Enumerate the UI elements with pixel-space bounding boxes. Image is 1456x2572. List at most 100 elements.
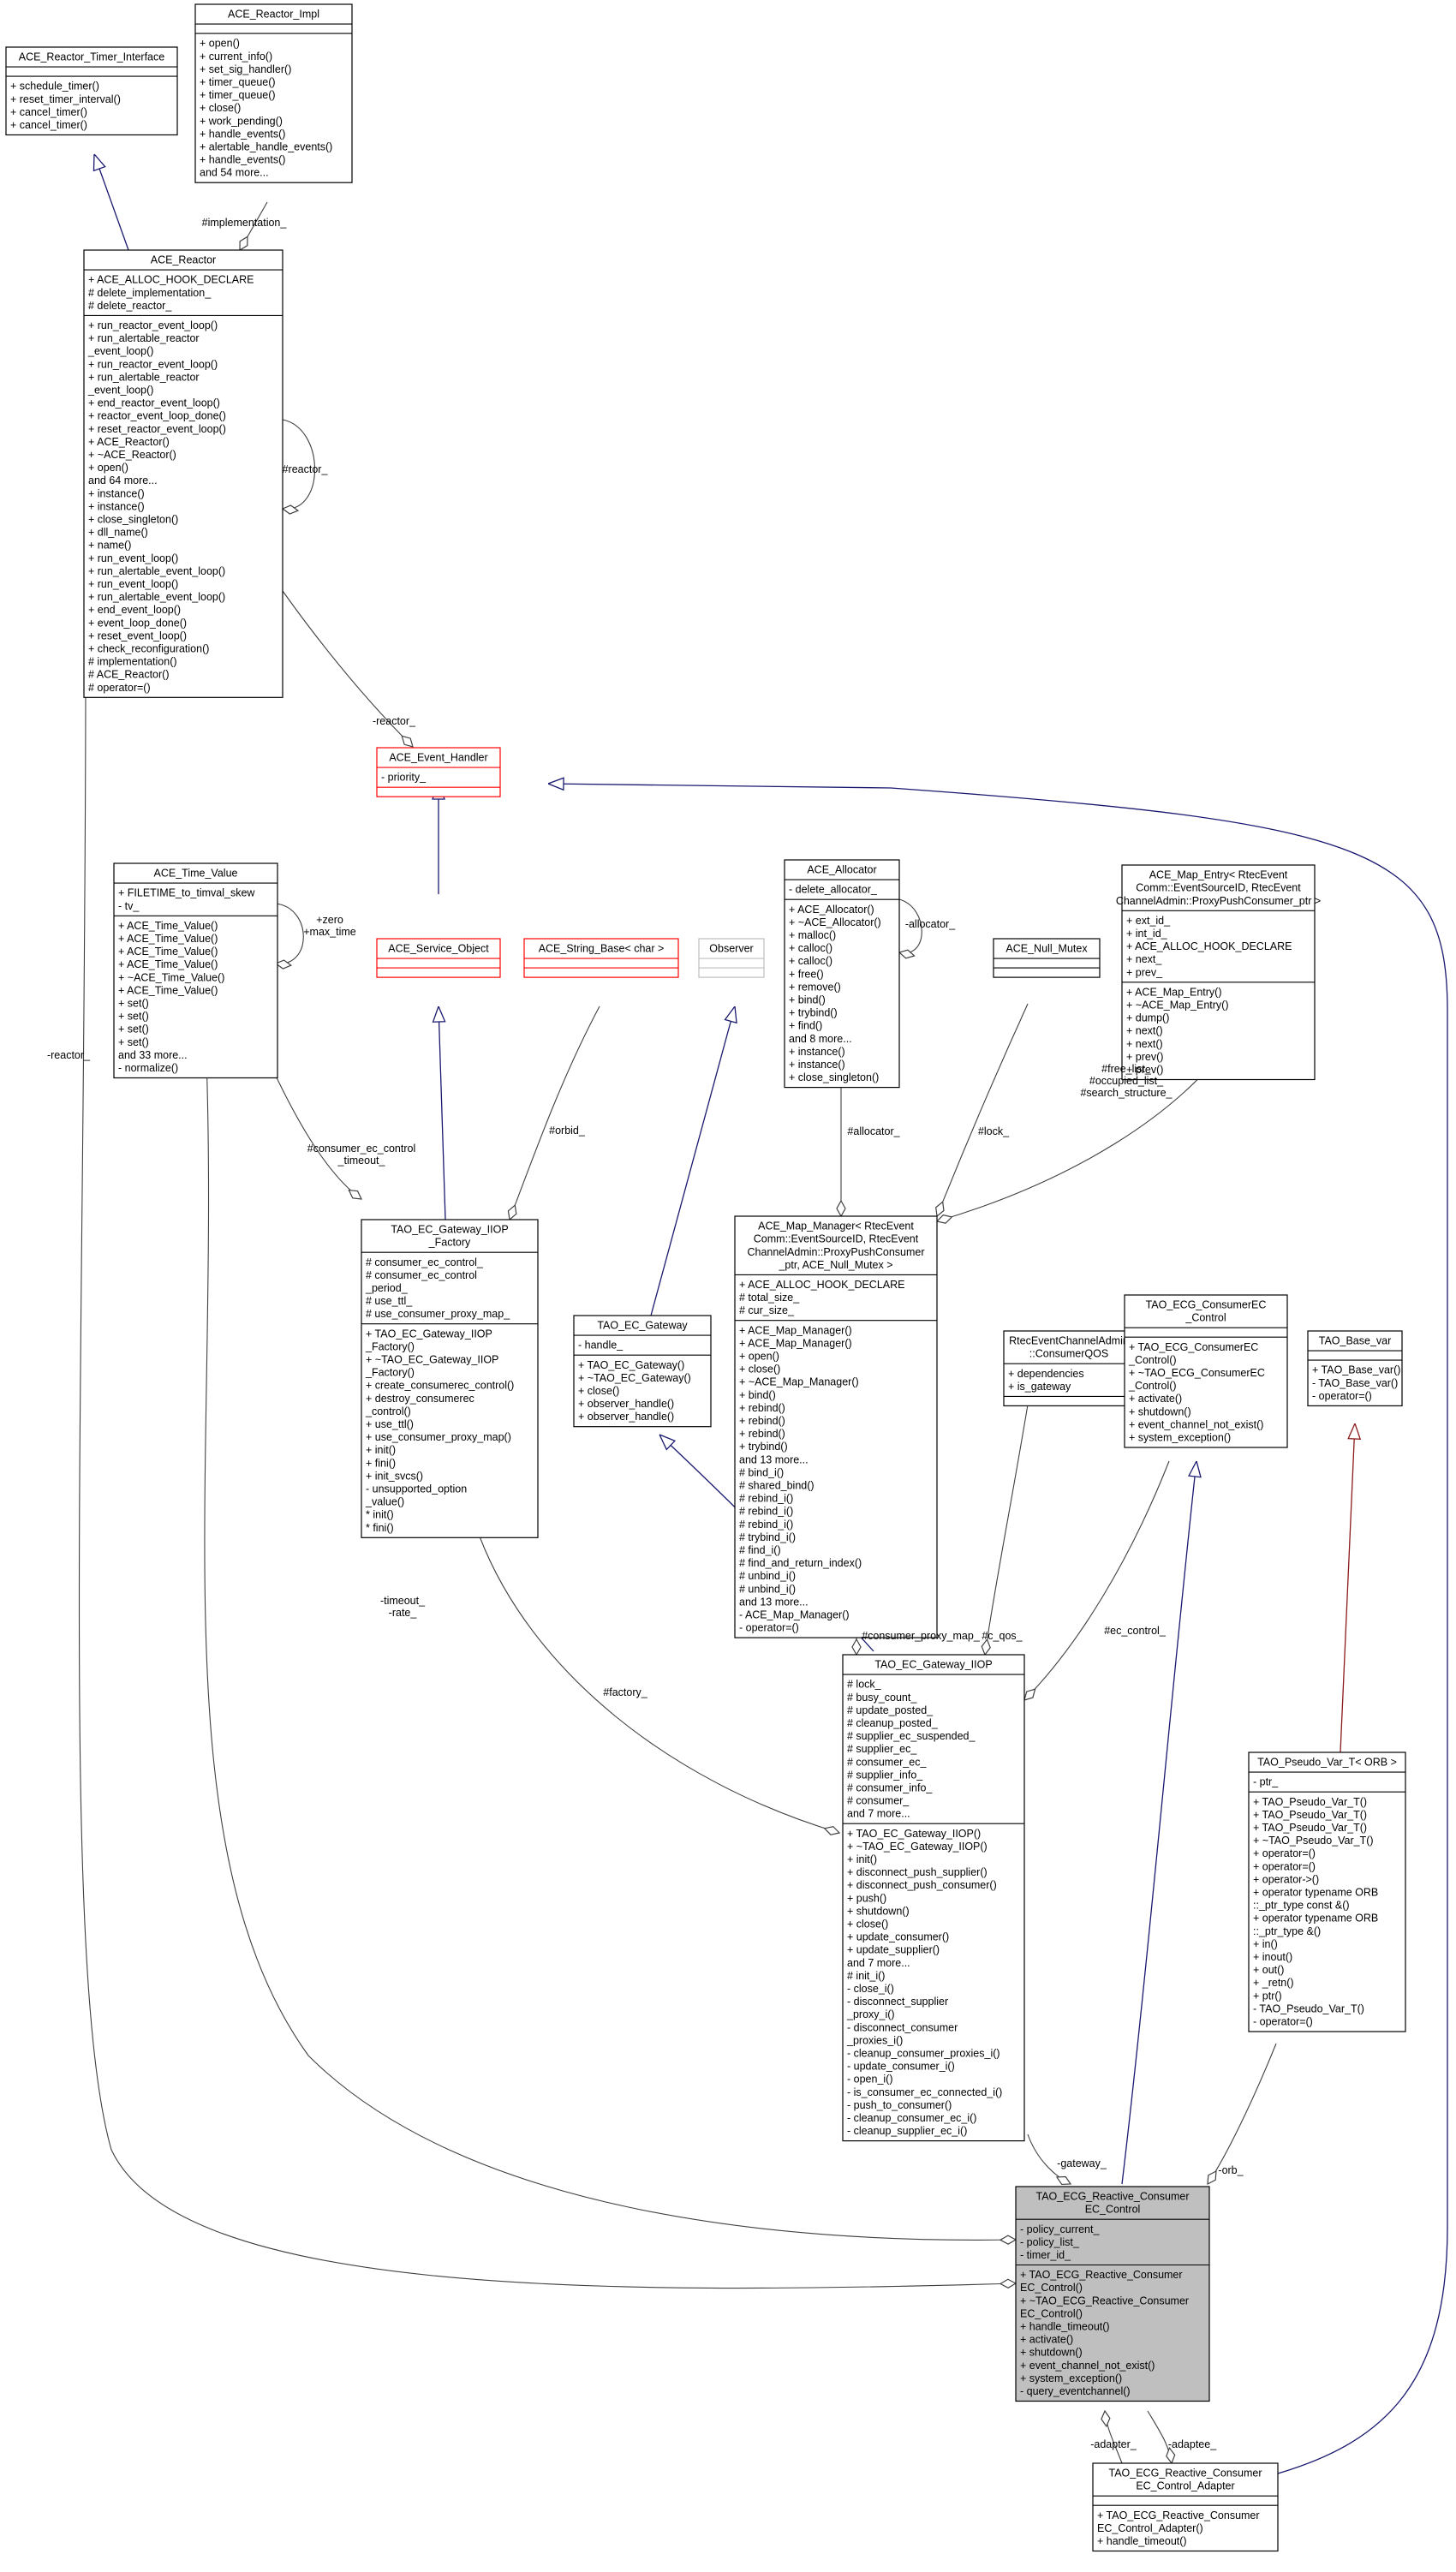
class-method: + dump() [1126,1012,1169,1024]
class-method: # rebind_i() [739,1493,793,1505]
class-box-ace-allocator[interactable]: ACE_Allocator- delete_allocator_+ ACE_Al… [784,859,900,1089]
class-box-frame [194,3,353,183]
class-box-ace-reactor-timer-interface[interactable]: ACE_Reactor_Timer_Interface+ schedule_ti… [5,46,178,136]
class-box-gateway-iiop[interactable]: TAO_EC_Gateway_IIOP# lock_# busy_count_#… [842,1654,1025,2142]
class-title: ACE_String_Base< char > [539,943,665,955]
class-box-ace-time-value[interactable]: ACE_Time_Value+ FILETIME_to_timval_skew-… [113,862,278,1079]
class-box-frame [1124,1294,1288,1448]
class-attribute: # delete_implementation_ [88,287,212,299]
class-box-frame [5,46,178,136]
class-attribute: - handle_ [578,1340,624,1352]
class-method: - push_to_consumer() [847,2099,952,2111]
class-method: * init() [366,1509,394,1521]
class-box-ace-service-object[interactable]: ACE_Service_Object [376,938,501,978]
class-method: + init_svcs() [366,1470,423,1482]
class-method: # find_and_return_index() [739,1557,862,1569]
class-method: + TAO_Pseudo_Var_T() [1253,1822,1367,1834]
class-box-tao-ec-gateway[interactable]: TAO_EC_Gateway- handle_+ TAO_EC_Gateway(… [573,1315,712,1428]
class-method: _Control() [1128,1354,1177,1366]
class-method: + operator=() [1253,1847,1316,1859]
class-box-frame [1307,1330,1403,1407]
class-method: + set() [118,1023,149,1035]
class-method: + ptr() [1253,1990,1282,2002]
class-attribute: # consumer_info_ [847,1782,933,1794]
class-attribute: - delete_allocator_ [789,884,878,896]
class-box-ace-event-handler[interactable]: ACE_Event_Handler- priority_ [376,747,501,797]
class-box-tao-base-var[interactable]: TAO_Base_var+ TAO_Base_var()- TAO_Base_v… [1307,1330,1403,1407]
class-box-ace-reactor-impl[interactable]: ACE_Reactor_Impl+ open()+ current_info()… [194,3,353,183]
class-box-reactive-adapter[interactable]: TAO_ECG_Reactive_ConsumerEC_Control_Adap… [1092,2462,1279,2552]
class-title: TAO_ECG_Reactive_Consumer [1108,2468,1262,2480]
class-box-reactive-consumer-ec-control[interactable]: TAO_ECG_Reactive_ConsumerEC_Control- pol… [1015,2186,1210,2402]
class-method: - operator=() [739,1622,799,1634]
class-method: + set() [118,1036,149,1048]
class-box-ace-null-mutex[interactable]: ACE_Null_Mutex [993,938,1101,978]
class-method: + bind() [789,994,826,1006]
edge-use-adaptee [1147,2410,1172,2463]
class-attribute: - policy_list_ [1020,2236,1080,2248]
class-attribute: + ACE_ALLOC_HOOK_DECLARE [88,274,254,286]
edge-label-orb: -orb_ [1218,2164,1244,2176]
class-attribute: # delete_reactor_ [88,300,172,312]
class-method: + operator->() [1253,1873,1319,1885]
class-method: + ACE_Time_Value() [118,946,218,958]
class-method: + reset_timer_interval() [10,93,121,105]
class-method: + system_exception() [1129,1432,1231,1444]
class-box-observer[interactable]: Observer [698,938,765,978]
class-box-frame [1121,864,1316,1081]
class-method: # unbind_i() [739,1570,796,1582]
class-box-frame [376,747,501,797]
class-method: + remove() [789,981,841,993]
class-attribute: # cur_size_ [739,1304,795,1316]
class-box-ace-map-entry[interactable]: ACE_Map_Entry< RtecEventComm::EventSourc… [1116,864,1321,1081]
class-box-frame [1015,2186,1210,2402]
class-method: # bind_i() [739,1466,784,1478]
class-method: + calloc() [789,942,832,954]
edge-use-allocator-self [899,898,922,953]
class-method: + activate() [1020,2334,1073,2346]
class-method: + ACE_Time_Value() [118,933,218,945]
class-attribute: # use_consumer_proxy_map_ [366,1308,510,1320]
class-method: + find() [789,1020,822,1032]
class-method: + TAO_Base_var() [1312,1364,1400,1376]
class-box-frame [1092,2462,1279,2552]
class-method: + event_loop_done() [88,617,187,629]
class-box-frame [361,1219,539,1538]
edge-use-factory [479,1536,839,1833]
class-method: and 13 more... [739,1596,809,1608]
edge-use-timeout-rate [204,1034,1016,2240]
class-method: + ~TAO_EC_Gateway_IIOP() [847,1841,988,1853]
class-method: + rebind() [739,1428,785,1440]
edge-use-ec-control [1024,1460,1170,1700]
class-box-ace-string-base[interactable]: ACE_String_Base< char > [523,938,679,978]
class-method: + instance() [88,487,145,499]
class-method: + close() [739,1364,780,1376]
class-box-ecg-consumer-ec-control[interactable]: TAO_ECG_ConsumerEC_Control+ TAO_ECG_Cons… [1124,1294,1288,1448]
class-method: + next() [1126,1025,1163,1037]
class-method: + inout() [1253,1951,1292,1963]
class-method: + TAO_EC_Gateway() [578,1359,684,1371]
edge-label-ec-control: #ec_control_ [1104,1625,1167,1637]
class-method: + close_singleton() [88,514,178,526]
class-method: + dll_name() [88,527,148,539]
class-method: _value() [365,1496,404,1508]
class-box-consumer-qos[interactable]: RtecEventChannelAdmin::ConsumerQOS+ depe… [1003,1330,1135,1407]
class-box-ace-reactor[interactable]: ACE_Reactor+ ACE_ALLOC_HOOK_DECLARE# del… [83,249,283,698]
class-box-pseudo-var[interactable]: TAO_Pseudo_Var_T< ORB >- ptr_+ TAO_Pseud… [1248,1751,1406,2032]
edge-inherit-service-object [439,1006,446,1220]
class-box-ace-map-manager[interactable]: ACE_Map_Manager< RtecEventComm::EventSou… [734,1215,938,1638]
class-method: + update_supplier() [847,1944,940,1956]
class-method: + close() [200,102,241,114]
edge-label-free-list: #occupied_list_ [1089,1075,1164,1087]
class-attribute: + int_id_ [1126,928,1168,940]
class-method: + observer_handle() [578,1398,674,1410]
edge-label-free-list: #search_structure_ [1080,1087,1173,1099]
edge-label-factory: #factory_ [603,1686,647,1698]
class-box-frame [784,859,900,1089]
class-box-gateway-iiop-factory[interactable]: TAO_EC_Gateway_IIOP_Factory# consumer_ec… [361,1219,539,1538]
class-attribute: + dependencies [1008,1368,1084,1380]
class-method: - TAO_Pseudo_Var_T() [1253,2002,1364,2014]
class-method: + cancel_timer() [10,119,87,131]
class-method: - unsupported_option [366,1483,467,1495]
class-method: + reactor_event_loop_done() [88,410,226,422]
